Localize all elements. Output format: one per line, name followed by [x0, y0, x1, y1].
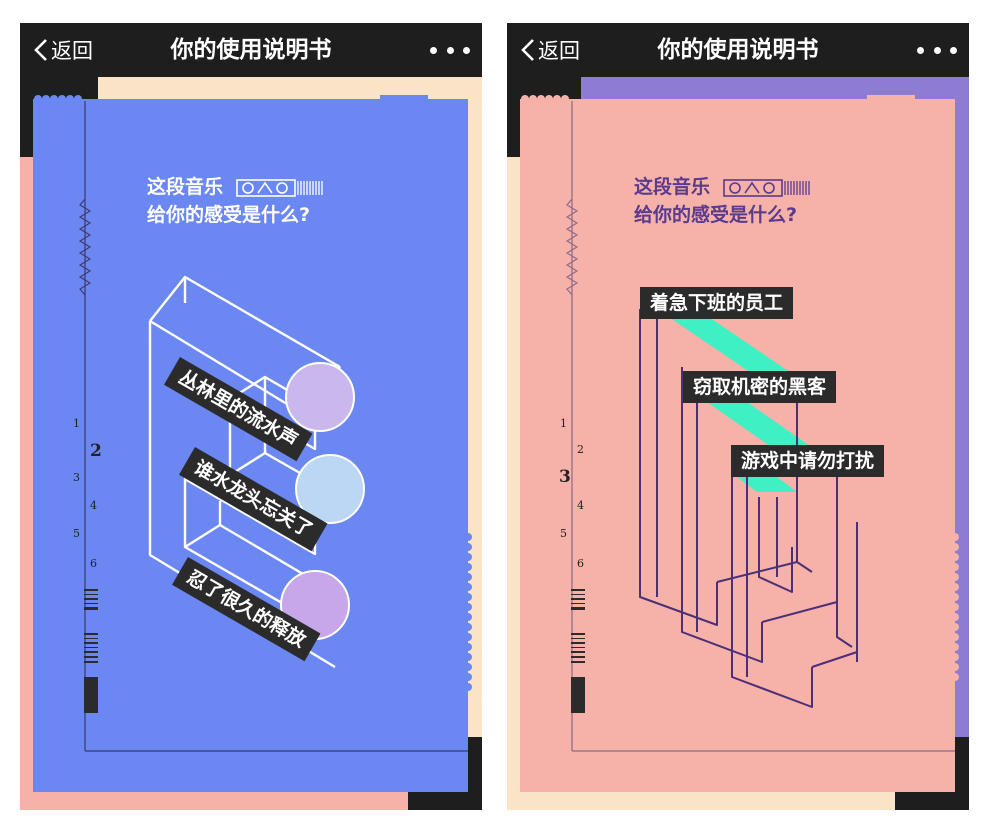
- more-button[interactable]: [917, 36, 957, 64]
- music-badge-icon: [722, 178, 810, 197]
- more-dots-icon: [430, 46, 437, 54]
- question-line-1: 这段音乐: [147, 176, 224, 198]
- answer-option-3[interactable]: 游戏中请勿打扰: [731, 445, 885, 477]
- more-dots-icon: [917, 46, 924, 54]
- question-line-1: 这段音乐: [634, 176, 711, 198]
- back-label: 返回: [51, 39, 93, 63]
- back-label: 返回: [538, 39, 580, 63]
- page-title: 你的使用说明书: [170, 37, 332, 63]
- card-frame-lines: [521, 95, 959, 752]
- front-card: [33, 99, 468, 792]
- question-text: 这段音乐 给你的感受是什么?: [147, 173, 326, 229]
- page-number: 3: [559, 467, 571, 487]
- phone-screen-2: 返回 你的使用说明书: [507, 23, 969, 810]
- nav-bar: 返回 你的使用说明书: [507, 23, 969, 77]
- question-text: 这段音乐 给你的感受是什么?: [634, 173, 813, 229]
- page-number: 2: [90, 441, 102, 461]
- chevron-left-icon: [521, 39, 534, 61]
- back-button[interactable]: 返回: [34, 23, 93, 77]
- question-line-2: 给你的感受是什么?: [147, 204, 311, 226]
- side-number: 4: [577, 499, 584, 512]
- side-number: 1: [73, 417, 80, 430]
- side-number: 3: [73, 471, 80, 484]
- more-button[interactable]: [430, 36, 470, 64]
- chevron-left-icon: [34, 39, 47, 61]
- side-number: 4: [90, 499, 97, 512]
- side-number: 1: [560, 417, 567, 430]
- quiz-card-area: 1 2 3 4 5 6 这段音乐 给你的感受是什么? 丛林里的流水声 谁水龙头忘…: [20, 77, 482, 810]
- side-number: 6: [90, 557, 97, 570]
- quiz-card-area: 1 2 3 4 5 6 这段音乐 给你的感受是什么? 着急下班的员工 窃取机密的…: [507, 77, 969, 810]
- music-badge-icon: [235, 178, 323, 197]
- phone-screen-1: 返回 你的使用说明书: [20, 23, 482, 810]
- card-frame-lines: [34, 95, 472, 752]
- side-number: 5: [560, 527, 567, 540]
- answer-option-2[interactable]: 窃取机密的黑客: [683, 371, 837, 403]
- side-number: 6: [577, 557, 584, 570]
- back-button[interactable]: 返回: [521, 23, 580, 77]
- nav-bar: 返回 你的使用说明书: [20, 23, 482, 77]
- side-number: 5: [73, 527, 80, 540]
- side-number: 2: [577, 443, 584, 456]
- page-title: 你的使用说明书: [657, 37, 819, 63]
- answer-option-1[interactable]: 着急下班的员工: [640, 287, 794, 319]
- question-line-2: 给你的感受是什么?: [634, 204, 798, 226]
